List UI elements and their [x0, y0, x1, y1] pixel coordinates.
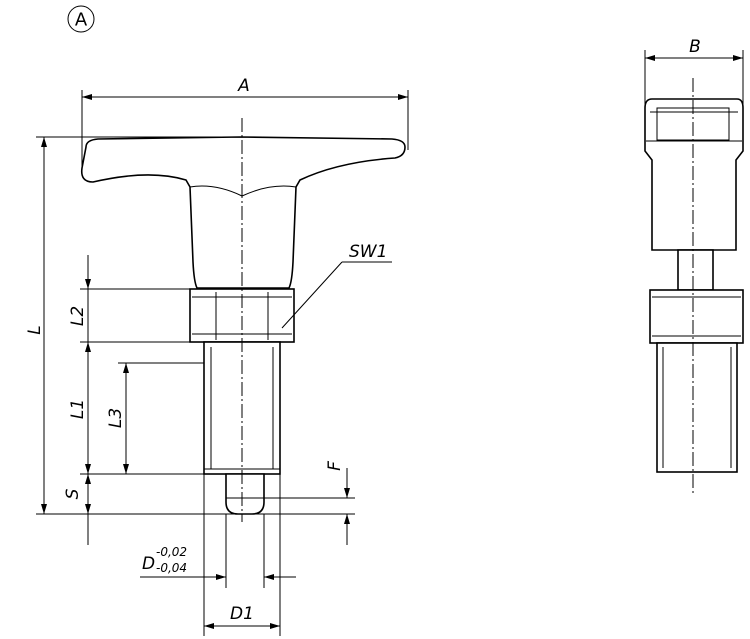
side-nut	[649, 289, 744, 344]
dim-s-label: S	[63, 488, 83, 499]
dimension-d1: D1	[203, 474, 281, 636]
dim-l2-label: L2	[68, 306, 88, 326]
view-label-text: A	[75, 10, 88, 31]
dimension-l3: L3	[106, 362, 204, 474]
dim-l1-label: L1	[68, 399, 88, 419]
front-view	[80, 118, 406, 522]
dim-d-tol-lower: -0,04	[156, 561, 187, 575]
dim-l3-label: L3	[106, 408, 126, 428]
side-shank	[656, 342, 738, 473]
side-view	[644, 78, 744, 495]
dim-a-label: A	[237, 76, 250, 96]
side-handle	[644, 98, 744, 251]
dim-f-label: F	[325, 461, 345, 471]
dimension-a: A	[81, 76, 409, 170]
leader-sw1: SW1	[281, 242, 392, 329]
dimension-s: S	[63, 474, 91, 545]
dimension-l1: L1	[68, 342, 226, 475]
dim-d1-label: D1	[230, 604, 254, 624]
dim-d-tol-upper: -0,02	[156, 545, 187, 559]
t-handle	[80, 136, 406, 289]
dimension-b: B	[644, 37, 744, 106]
dimension-f: F	[264, 461, 355, 545]
plunger-pin	[225, 473, 265, 515]
view-label-a: A	[67, 5, 95, 33]
dim-d-label: D	[142, 554, 155, 574]
dimension-l2: L2	[68, 255, 204, 343]
dimension-l: L	[25, 136, 355, 515]
dim-b-label: B	[689, 37, 701, 57]
dim-l-label: L	[25, 325, 45, 334]
side-neck	[677, 249, 714, 291]
dim-sw1-label: SW1	[349, 242, 387, 262]
dimension-d: D -0,02 -0,04	[140, 514, 296, 588]
